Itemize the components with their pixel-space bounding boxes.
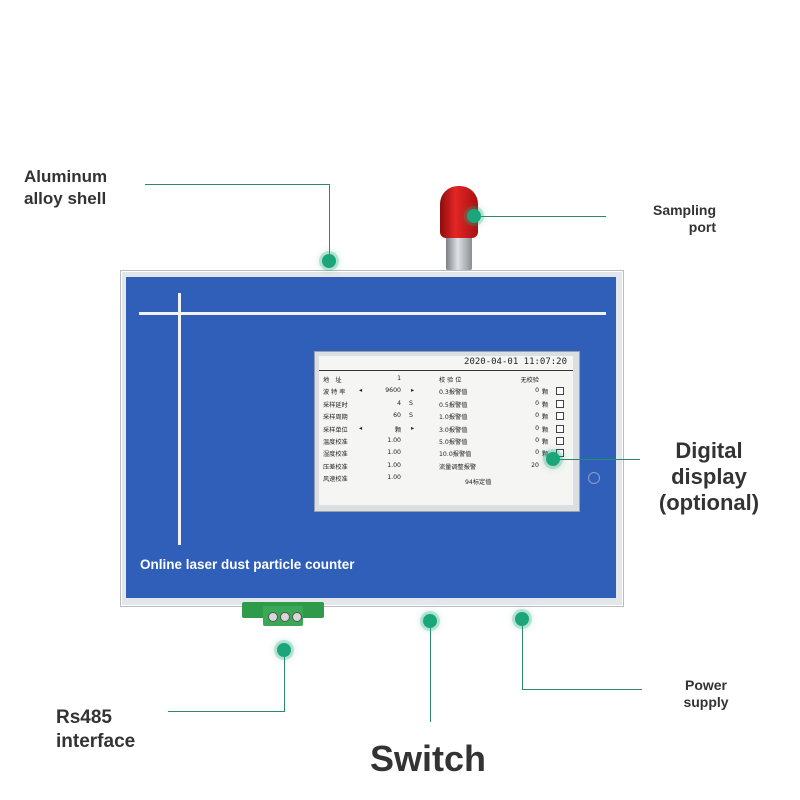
alarm-value: 0 [535,424,539,432]
setting-label: 采样延时 [323,401,348,409]
setting-value: 1 [397,375,401,382]
setting-value: 60 [393,412,401,420]
leader-line-rs485 [284,652,285,712]
label-line: Digital [675,438,743,463]
label-line: interface [56,731,136,752]
leader-line-power [522,689,642,690]
product-name: Online laser dust particle counter [140,557,355,572]
leader-line-switch [430,624,431,722]
setting-label: 压差校准 [323,463,348,471]
label-line: alloy shell [24,189,107,208]
alarm-checkbox[interactable] [556,387,564,396]
alarm-label: 1.0报警值 [439,414,468,422]
alarm-value: 0 [535,449,539,457]
setting-unit: S [409,399,413,407]
alarm-label: 10.0报警值 [439,451,472,459]
digital-display: 2020-04-01 11:07:20 地 址 1 波 特 率 ◂ 9600 ▸ 采样延时 4… [319,356,573,505]
callout-dot-switch [423,614,437,628]
alarm-value: 0 [535,387,539,395]
display-datetime: 2020-04-01 11:07:20 [464,357,567,367]
alarm-label: 流量调整报警 [439,463,477,471]
setting-label: 波 特 率 [323,389,346,397]
callout-dot-display [546,452,560,466]
label-line: (optional) [658,490,760,515]
alarm-unit: 颗 [542,451,549,459]
arrow-left-icon: ◂ [359,387,363,395]
display-header: 2020-04-01 11:07:20 [319,356,573,371]
setting-unit: S [409,412,413,420]
alarm-label: 0.3报警值 [439,389,468,397]
display-footer: 94标定值 [465,479,492,486]
setting-value: 1.00 [387,474,401,482]
label-power-supply: Power supply [676,677,736,711]
leader-line-rs485 [168,711,285,712]
leader-line-sampling [476,216,606,217]
alarm-unit: 颗 [542,414,549,422]
alarm-checkbox[interactable] [556,437,564,445]
setting-value: 1.00 [387,449,401,457]
label-aluminum-shell: Aluminum alloy shell [24,166,107,210]
terminal-screw-icon [268,612,278,622]
label-line: Power [684,677,727,693]
terminal-screw-icon [292,612,302,622]
label-digital-display: Digital display (optional) [644,438,774,516]
leader-line-shell [329,184,330,260]
label-line: Sampling [652,202,716,218]
leader-line-shell [145,184,330,185]
alarm-label: 校 验 位 [439,377,462,384]
setting-value: 1.00 [387,437,401,444]
leader-line-power [522,620,523,690]
callout-dot-shell [322,254,336,268]
alarm-value: 20 [531,461,539,469]
alarm-checkbox[interactable] [556,424,564,433]
arrow-right-icon: ▸ [411,424,415,432]
setting-value: 4 [397,399,401,407]
label-line: display [671,464,747,489]
arrow-left-icon: ◂ [359,424,363,432]
alarm-label: 0.5报警值 [439,401,468,409]
label-line: port [688,219,716,235]
panel-stripe-vertical [178,293,181,545]
setting-label: 采样周期 [323,414,348,422]
alarm-checkbox[interactable] [556,399,564,408]
label-rs485-interface: Rs485 interface [56,706,135,754]
alarm-value: 0 [535,412,539,420]
alarm-unit: 颗 [542,439,549,446]
alarm-checkbox[interactable] [556,412,564,421]
setting-label: 温度校准 [323,439,348,446]
panel-stripe-horizontal [139,312,606,315]
label-switch: Switch [370,738,487,779]
leader-line-display [556,459,640,460]
alarm-unit: 颗 [542,426,549,434]
label-line: supply [683,694,729,710]
terminal-screw-icon [280,612,290,622]
setting-label: 采样单位 [323,426,348,434]
setting-label: 风速校准 [323,476,348,484]
label-line: Aluminum [24,167,108,186]
alarm-value: 无校验 [520,377,539,384]
setting-label: 湿度校准 [323,451,348,459]
callout-dot-rs485 [277,643,291,657]
panel-mark-icon [588,472,600,484]
setting-value: 9600 [385,387,401,395]
callout-dot-sampling [467,209,481,223]
callout-dot-power [515,612,529,626]
label-line: Rs485 [56,707,112,728]
alarm-label: 3.0报警值 [439,426,468,434]
alarm-unit: 颗 [542,389,549,397]
alarm-label: 5.0报警值 [439,439,468,446]
arrow-right-icon: ▸ [411,387,415,395]
alarm-value: 0 [535,437,539,444]
setting-value: 颗 [394,426,401,434]
alarm-value: 0 [535,399,539,407]
setting-label: 地 址 [323,377,342,384]
setting-value: 1.00 [387,461,401,469]
label-sampling-port: Sampling port [636,202,716,236]
alarm-unit: 颗 [542,401,549,409]
sampling-port-tube [446,236,472,270]
